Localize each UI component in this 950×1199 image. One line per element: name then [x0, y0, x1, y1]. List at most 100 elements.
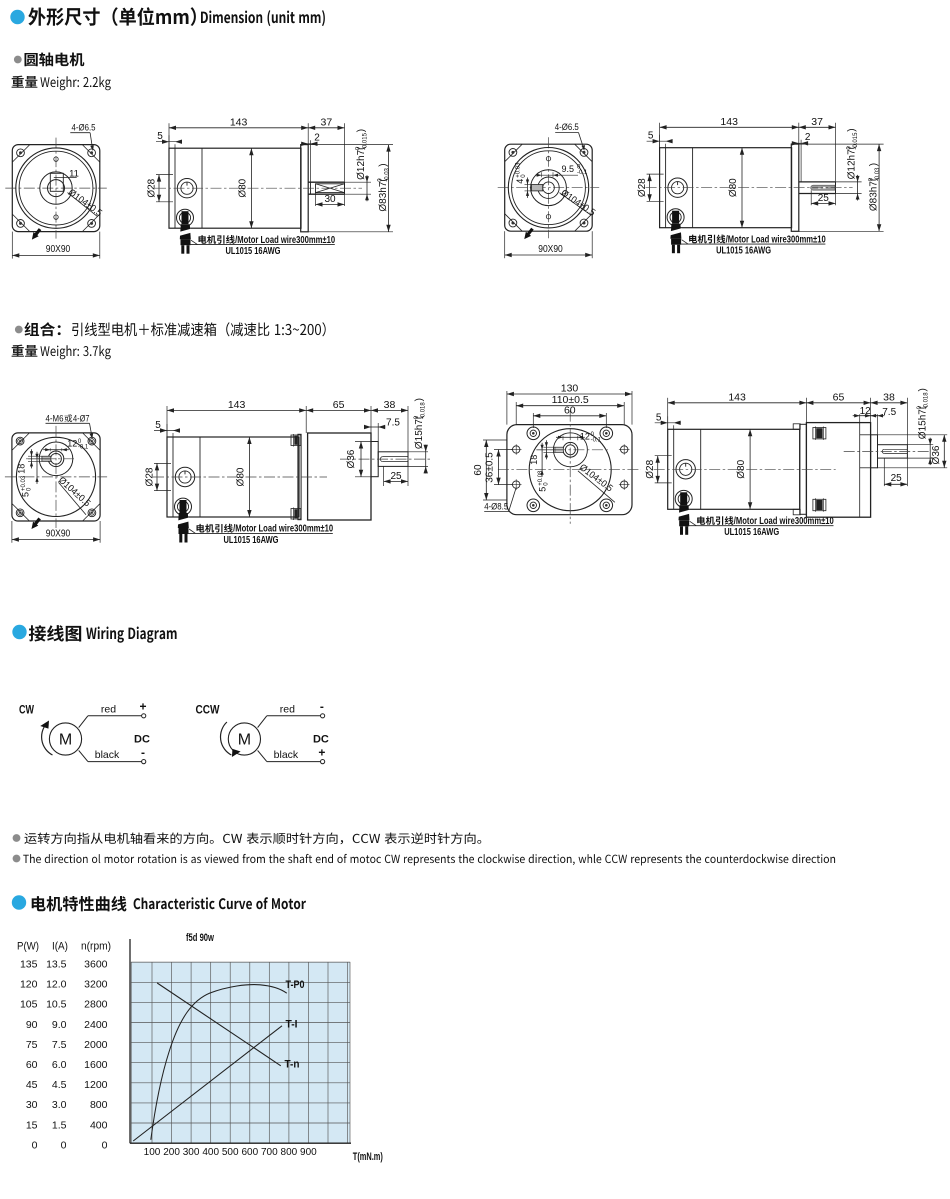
svg-text:/Motor Load wire300mm±10: /Motor Load wire300mm±10	[233, 523, 333, 535]
svg-text:9.5: 9.5	[562, 164, 575, 174]
svg-text:M: M	[59, 732, 72, 749]
svg-text:38: 38	[883, 391, 895, 403]
svg-text:-0.018: -0.018	[420, 402, 426, 420]
svg-text:-0.018: -0.018	[924, 392, 930, 410]
svg-text:M: M	[238, 732, 251, 749]
svg-text:143: 143	[228, 399, 246, 411]
svg-text:25: 25	[818, 193, 830, 204]
svg-text:): )	[356, 129, 367, 132]
svg-text:5: 5	[21, 492, 31, 497]
svg-text:Ø83h7(: Ø83h7(	[869, 177, 880, 211]
svg-text:75: 75	[26, 1039, 38, 1051]
svg-text:12: 12	[860, 406, 872, 417]
svg-text:30: 30	[324, 194, 336, 205]
svg-text:30: 30	[26, 1099, 38, 1111]
svg-text:100: 100	[144, 1147, 161, 1158]
svg-text:0: 0	[591, 432, 595, 438]
svg-text:T-I: T-I	[286, 1019, 298, 1031]
svg-text:110±0.5: 110±0.5	[552, 394, 589, 406]
svg-text:-0.03: -0.03	[384, 167, 390, 181]
svg-text:130: 130	[561, 383, 579, 395]
svg-text:CCW: CCW	[196, 705, 220, 717]
svg-text:90X90: 90X90	[538, 244, 563, 255]
svg-text:5: 5	[157, 131, 163, 142]
svg-text:UL1015 16AWG: UL1015 16AWG	[224, 534, 279, 546]
svg-text:3600: 3600	[84, 959, 108, 971]
svg-text:2400: 2400	[84, 1019, 108, 1031]
svg-text:2: 2	[805, 132, 811, 143]
svg-text:4-Ø6.5: 4-Ø6.5	[555, 122, 579, 133]
svg-text:Ø104±0.5: Ø104±0.5	[56, 475, 92, 509]
svg-text:60: 60	[473, 464, 484, 476]
svg-text:Ø83h7(: Ø83h7(	[378, 178, 389, 212]
svg-text:700: 700	[261, 1147, 278, 1158]
svg-text:7.5: 7.5	[52, 1039, 67, 1051]
svg-text:-: -	[320, 700, 324, 714]
svg-text:13.5: 13.5	[46, 959, 67, 971]
svg-text:red: red	[280, 704, 295, 716]
svg-text:Ø104±0.5: Ø104±0.5	[559, 188, 597, 219]
svg-text:0: 0	[846, 146, 852, 150]
svg-text:-0.03: -0.03	[875, 167, 881, 181]
svg-text:4.5: 4.5	[52, 1079, 67, 1091]
svg-text:2000: 2000	[84, 1039, 108, 1051]
svg-text:800: 800	[281, 1147, 298, 1158]
svg-text:12: 12	[580, 432, 590, 442]
svg-text:0: 0	[521, 174, 527, 178]
svg-text:DC: DC	[134, 734, 150, 746]
svg-text:0: 0	[378, 178, 384, 182]
svg-text:5: 5	[537, 487, 547, 492]
svg-text:0: 0	[102, 1139, 108, 1151]
svg-text:90X90: 90X90	[46, 528, 71, 539]
svg-text:Ø36: Ø36	[346, 449, 357, 468]
svg-text:1200: 1200	[84, 1079, 108, 1091]
svg-text:143: 143	[728, 391, 746, 403]
svg-text:Ø36: Ø36	[931, 445, 942, 464]
svg-text:I(A): I(A)	[52, 941, 68, 953]
svg-text:-0.1: -0.1	[577, 170, 588, 176]
svg-text:7.5: 7.5	[386, 418, 400, 429]
svg-text:12.0: 12.0	[46, 979, 67, 991]
svg-text:600: 600	[241, 1147, 258, 1158]
svg-text:0: 0	[577, 165, 581, 171]
svg-text:Ø15h7(: Ø15h7(	[917, 405, 928, 439]
svg-text:4-Ø6.5: 4-Ø6.5	[72, 122, 96, 133]
svg-text:): )	[917, 388, 928, 391]
svg-text:11: 11	[69, 169, 79, 180]
svg-text:+0.03: +0.03	[21, 475, 27, 491]
svg-text:25: 25	[891, 473, 903, 484]
svg-text:f5d 90w: f5d 90w	[186, 932, 214, 944]
svg-text:105: 105	[20, 999, 38, 1011]
svg-text:3.0: 3.0	[52, 1099, 67, 1111]
svg-text:T(mN.m): T(mN.m)	[353, 1151, 383, 1163]
svg-text:65: 65	[833, 391, 845, 403]
svg-text:DC: DC	[313, 734, 329, 746]
svg-text:36±0.5: 36±0.5	[484, 452, 495, 483]
svg-text:Ø104±0.5: Ø104±0.5	[577, 462, 615, 494]
svg-text:0: 0	[868, 177, 874, 181]
svg-text:Ø28: Ø28	[645, 459, 656, 478]
svg-text:): )	[847, 128, 858, 131]
svg-text:60: 60	[26, 1059, 38, 1071]
svg-text:5: 5	[648, 131, 654, 142]
svg-text:7.5: 7.5	[882, 407, 896, 418]
svg-text:4: 4	[515, 179, 525, 184]
svg-text:0: 0	[356, 146, 362, 150]
svg-text:Ø28: Ø28	[145, 467, 156, 486]
svg-text:0: 0	[414, 415, 420, 419]
svg-text:): )	[378, 163, 389, 166]
svg-text:18: 18	[16, 464, 26, 474]
svg-text:4-Ø8.5: 4-Ø8.5	[484, 502, 508, 513]
svg-text:n(rpm): n(rpm)	[81, 941, 111, 953]
svg-text:143: 143	[720, 116, 738, 128]
svg-text:3200: 3200	[84, 979, 108, 991]
svg-text:5: 5	[155, 420, 161, 431]
svg-text:90: 90	[26, 1019, 38, 1031]
svg-text:800: 800	[90, 1099, 108, 1111]
svg-text:red: red	[101, 704, 116, 716]
svg-text:CW: CW	[19, 705, 34, 717]
svg-text:): )	[414, 398, 425, 401]
svg-text:): )	[869, 163, 880, 166]
svg-text:Ø28: Ø28	[147, 178, 158, 197]
svg-text:400: 400	[90, 1119, 108, 1131]
